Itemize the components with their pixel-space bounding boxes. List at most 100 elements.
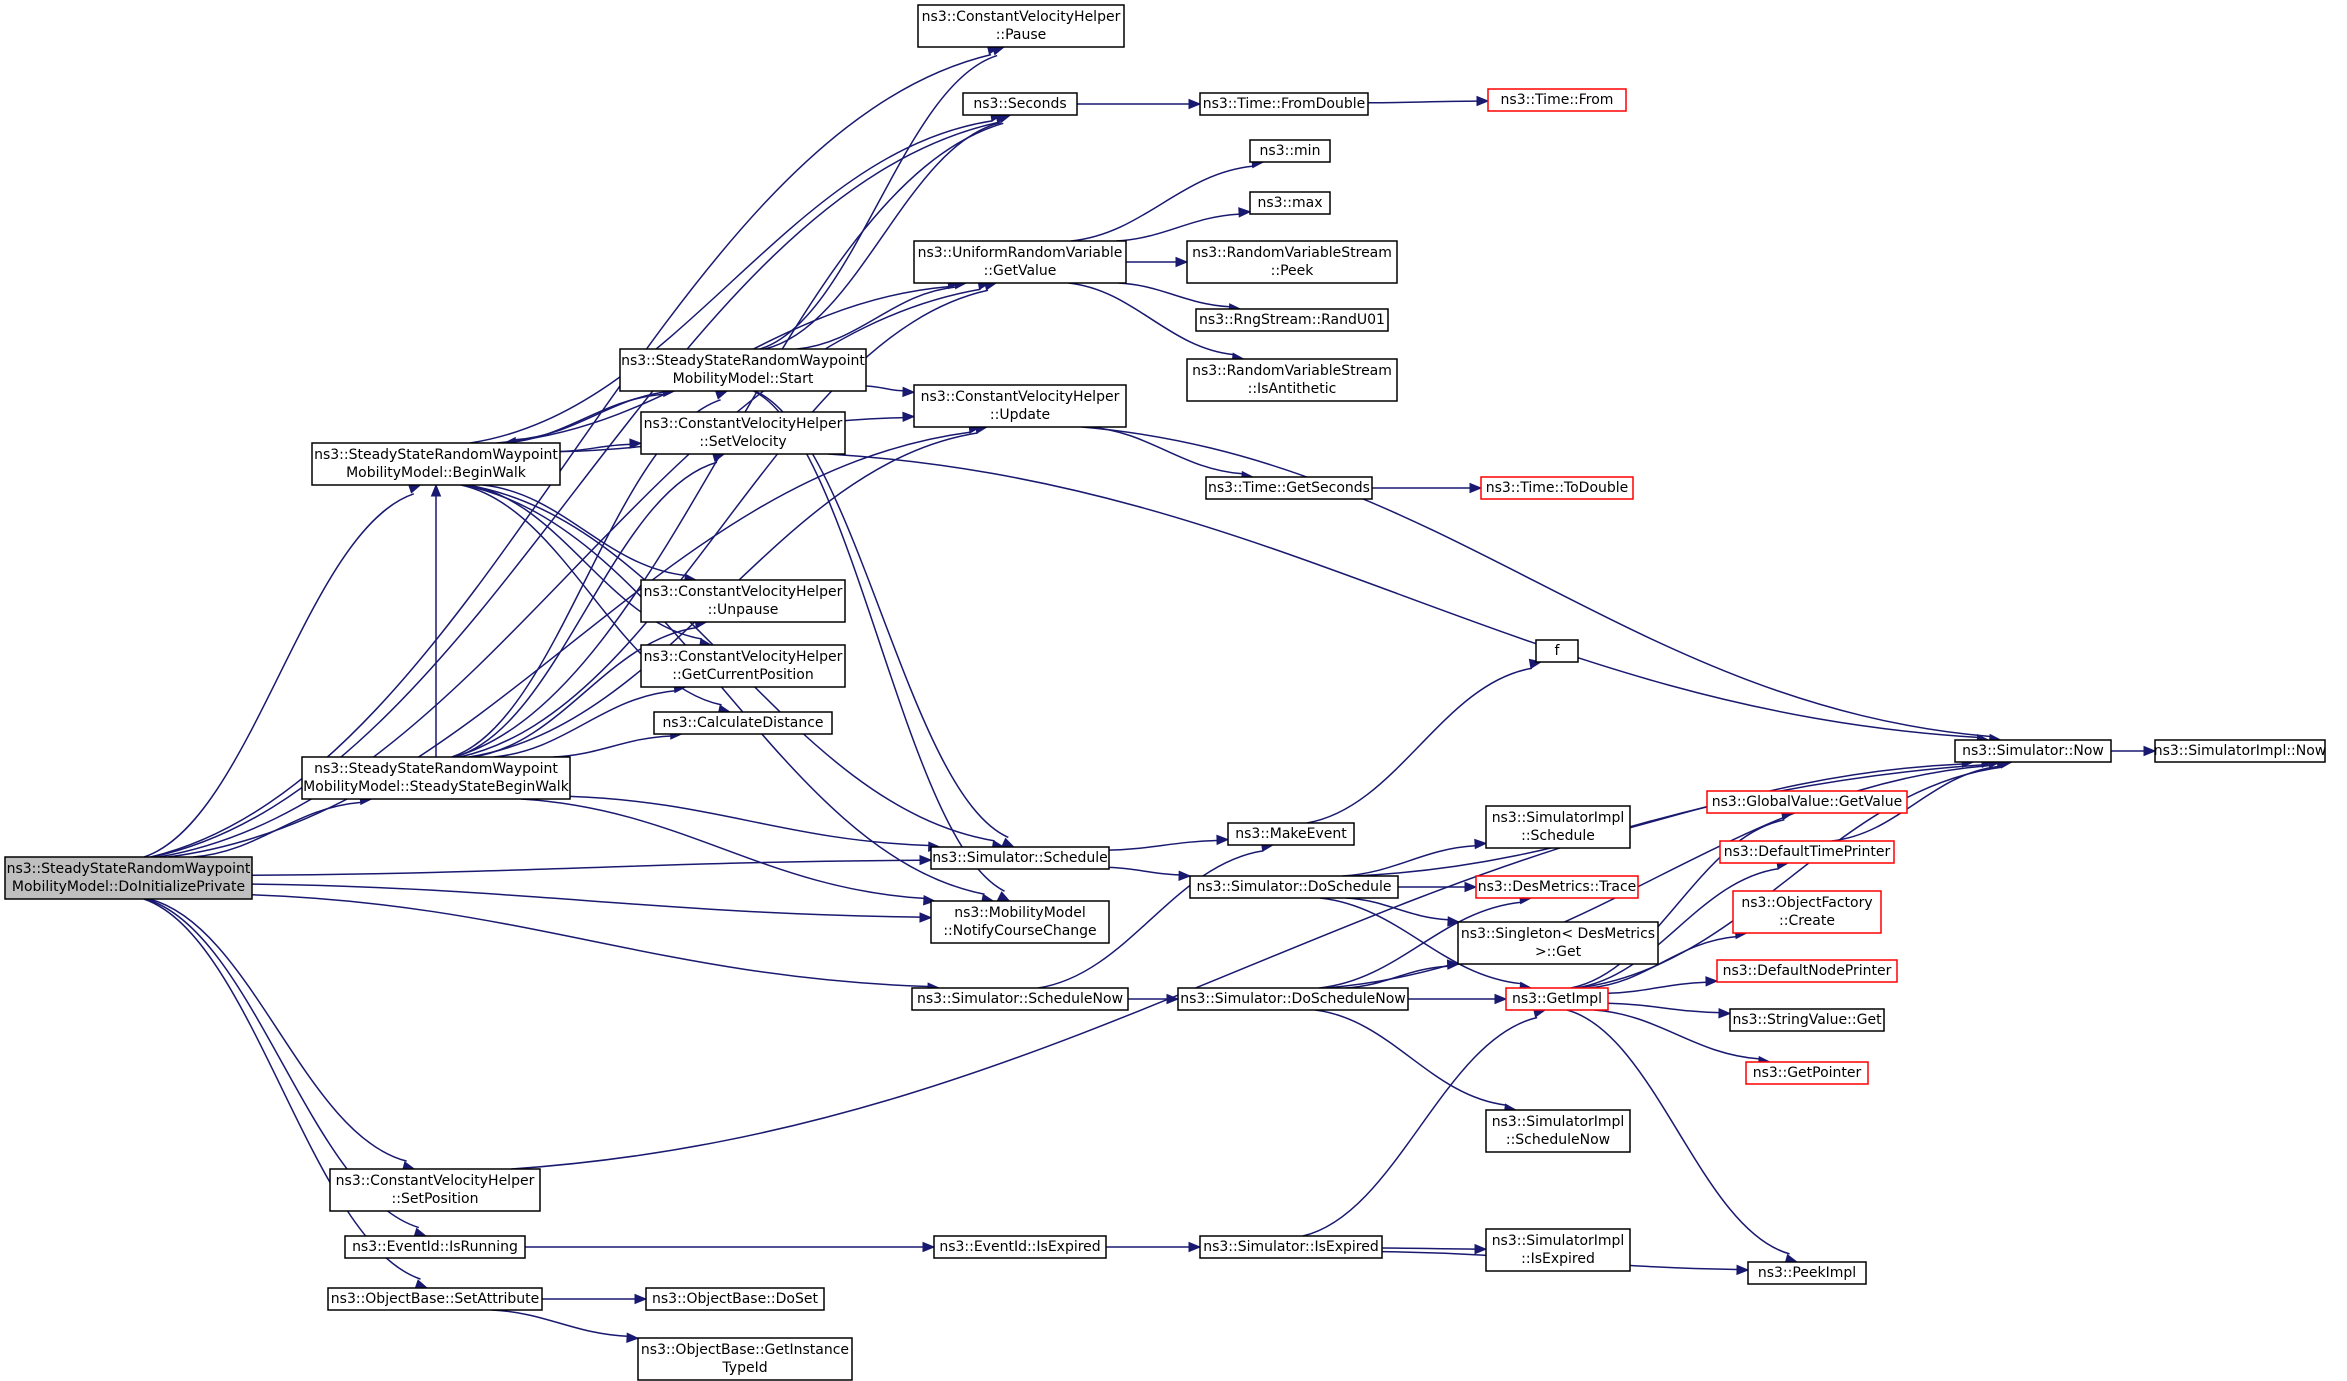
node-n13[interactable]: ns3::ConstantVelocityHelper::Pause	[917, 4, 1125, 48]
node-n1[interactable]: ns3::SteadyStateRandomWaypointMobilityMo…	[311, 442, 561, 486]
node-n16[interactable]: ns3::ConstantVelocityHelper::Update	[913, 384, 1127, 428]
node-n35[interactable]: ns3::SimulatorImpl::Schedule	[1485, 805, 1631, 849]
arrowhead-icon	[1474, 1243, 1488, 1255]
call-edge-n0-n19	[251, 894, 941, 993]
edge-line	[865, 385, 904, 392]
edge-line	[1319, 897, 1522, 985]
node-n7[interactable]: ns3::ConstantVelocityHelper::SetVelocity	[640, 411, 846, 455]
node-n43[interactable]: ns3::GlobalValue::GetValue	[1706, 790, 1908, 814]
edge-line	[1318, 901, 1522, 989]
node-label: ns3::SteadyStateRandomWaypoint	[621, 353, 865, 369]
node-label: ns3::Simulator::IsExpired	[1203, 1239, 1379, 1255]
node-n28[interactable]: ns3::MakeEvent	[1227, 822, 1355, 846]
node-label: ::Schedule	[1521, 828, 1595, 844]
node-n23[interactable]: ns3::max	[1249, 191, 1331, 215]
node-label: ns3::Seconds	[973, 96, 1066, 112]
call-edge-n31-n40	[1381, 1243, 1488, 1255]
node-box	[1485, 1109, 1631, 1153]
node-n10[interactable]: ns3::CalculateDistance	[653, 711, 833, 735]
node-label: ns3::DefaultNodePrinter	[1723, 963, 1892, 979]
edge-line	[1037, 849, 1264, 989]
node-n18[interactable]: ns3::MobilityModel::NotifyCourseChange	[930, 900, 1110, 944]
node-n39[interactable]: ns3::SimulatorImpl::ScheduleNow	[1485, 1109, 1631, 1153]
node-n14[interactable]: ns3::Seconds	[962, 92, 1078, 116]
node-n37[interactable]: ns3::Singleton< DesMetrics >::Get	[1457, 921, 1659, 965]
call-edge-n0-n17	[251, 854, 933, 876]
node-n38[interactable]: ns3::GetImpl	[1505, 987, 1609, 1011]
edge-line	[828, 453, 1978, 739]
node-n47[interactable]: ns3::StringValue::Get	[1729, 1008, 1885, 1032]
node-box	[1186, 358, 1398, 402]
edge-line	[1071, 165, 1254, 242]
node-label: ::GetCurrentPosition	[672, 667, 813, 683]
arrowhead-icon	[902, 386, 916, 398]
node-n21[interactable]: ns3::Time::FromDouble	[1199, 92, 1369, 116]
arrowhead-icon	[922, 1241, 936, 1253]
edge-line	[1367, 100, 1478, 104]
call-edge-n20-n31	[1106, 1241, 1202, 1253]
node-n19[interactable]: ns3::Simulator::ScheduleNow	[911, 987, 1129, 1011]
node-n25[interactable]: ns3::RngStream::RandU01	[1195, 308, 1389, 332]
node-box	[301, 756, 571, 800]
node-n24[interactable]: ns3::RandomVariableStream::Peek	[1186, 240, 1398, 284]
node-n32[interactable]: ns3::Time::From	[1487, 88, 1627, 112]
node-n4[interactable]: ns3::EventId::IsRunning	[344, 1235, 526, 1259]
node-box	[1177, 987, 1409, 1011]
node-label: ns3::Simulator::Schedule	[932, 850, 1108, 866]
node-n27[interactable]: ns3::Time::GetSeconds	[1205, 476, 1373, 500]
node-n30[interactable]: ns3::Simulator::DoScheduleNow	[1177, 987, 1409, 1011]
call-edge-n5-n12	[491, 1309, 640, 1343]
call-edge-n19-n30	[1128, 993, 1180, 1005]
node-label: TypeId	[721, 1360, 767, 1376]
call-edge-n21-n32	[1367, 95, 1490, 107]
node-n44[interactable]: ns3::DefaultTimePrinter	[1719, 840, 1895, 864]
node-label: ns3::DefaultTimePrinter	[1724, 844, 1891, 860]
node-n17[interactable]: ns3::Simulator::Schedule	[930, 846, 1110, 870]
node-n29[interactable]: ns3::Simulator::DoSchedule	[1189, 875, 1399, 899]
node-n26[interactable]: ns3::RandomVariableStream::IsAntithetic	[1186, 358, 1398, 402]
node-n48[interactable]: ns3::GetPointer	[1745, 1061, 1869, 1085]
node-n36[interactable]: ns3::DesMetrics::Trace	[1475, 875, 1639, 899]
node-box	[329, 1168, 541, 1212]
node-box	[1249, 139, 1331, 163]
node-n42[interactable]: ns3::Simulator::Now	[1954, 739, 2112, 763]
node-n9[interactable]: ns3::ConstantVelocityHelper::GetCurrentP…	[640, 644, 846, 688]
node-n15[interactable]: ns3::UniformRandomVariable::GetValue	[913, 240, 1127, 284]
node-n49[interactable]: ns3::SimulatorImpl::Now	[2154, 739, 2327, 763]
node-n3[interactable]: ns3::ConstantVelocityHelper::SetPosition	[329, 1168, 541, 1212]
node-label: ns3::ConstantVelocityHelper	[644, 649, 843, 665]
edge-line	[1108, 866, 1180, 876]
call-edge-n28-n34	[1306, 658, 1543, 824]
arrowhead-icon	[923, 895, 937, 906]
edge-line	[759, 54, 998, 350]
node-n33[interactable]: ns3::Time::ToDouble	[1480, 476, 1634, 500]
node-label: ns3::Time::From	[1501, 92, 1614, 108]
node-n6[interactable]: ns3::SteadyStateRandomWaypointMobilityMo…	[619, 348, 867, 392]
node-box	[1189, 875, 1399, 899]
node-n22[interactable]: ns3::min	[1249, 139, 1331, 163]
node-n45[interactable]: ns3::ObjectFactory::Create	[1732, 890, 1882, 934]
node-n41[interactable]: ns3::PeekImpl	[1747, 1261, 1867, 1285]
call-edge-n38-n47	[1607, 1002, 1732, 1019]
node-n31[interactable]: ns3::Simulator::IsExpired	[1199, 1235, 1383, 1259]
node-n0[interactable]: ns3::SteadyStateRandomWaypointMobilityMo…	[4, 856, 253, 900]
node-box	[913, 384, 1127, 428]
node-n8[interactable]: ns3::ConstantVelocityHelper::Unpause	[640, 579, 846, 623]
edge-line	[569, 795, 929, 847]
node-box	[1485, 805, 1631, 849]
node-n40[interactable]: ns3::SimulatorImpl::IsExpired	[1485, 1228, 1631, 1272]
node-box	[311, 442, 561, 486]
arrowhead-icon	[1464, 881, 1478, 893]
arrowhead-icon	[1474, 838, 1488, 850]
node-n20[interactable]: ns3::EventId::IsExpired	[933, 1235, 1107, 1259]
edge-line	[1081, 426, 1991, 738]
node-box	[2154, 739, 2326, 763]
node-n2[interactable]: ns3::SteadyStateRandomWaypointMobilityMo…	[301, 756, 571, 800]
call-edge-n27-n33	[1372, 482, 1483, 494]
node-n46[interactable]: ns3::DefaultNodePrinter	[1716, 959, 1898, 983]
node-label: ns3::SimulatorImpl::Now	[2154, 743, 2327, 759]
node-n34[interactable]: f	[1535, 639, 1579, 663]
node-n5[interactable]: ns3::ObjectBase::SetAttribute	[327, 1287, 543, 1311]
node-n11[interactable]: ns3::ObjectBase::DoSet	[645, 1287, 825, 1311]
